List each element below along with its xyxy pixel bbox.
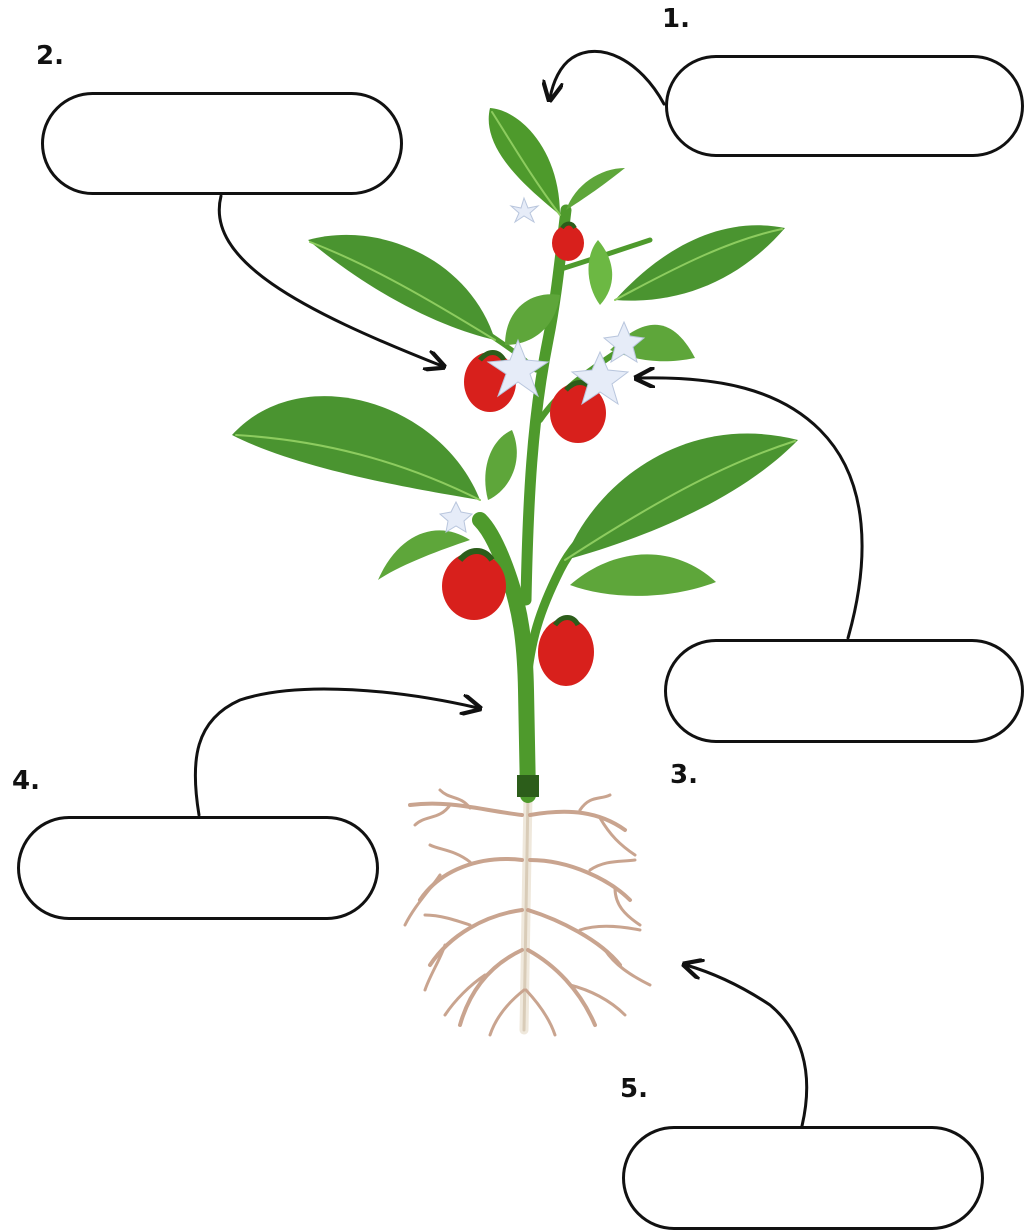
- roots: [405, 790, 650, 1035]
- answer-box-2[interactable]: [41, 92, 403, 195]
- answer-box-5[interactable]: [622, 1126, 984, 1230]
- answer-box-3[interactable]: [664, 639, 1024, 743]
- label-number-4: 4.: [12, 768, 40, 794]
- arrow-1: [550, 51, 664, 104]
- label-number-3: 3.: [670, 762, 698, 788]
- arrow-5: [686, 965, 807, 1126]
- answer-box-1[interactable]: [665, 55, 1024, 157]
- arrow-4: [195, 689, 478, 815]
- label-number-1: 1.: [662, 6, 690, 32]
- answer-box-4[interactable]: [17, 816, 379, 920]
- label-number-2: 2.: [36, 43, 64, 69]
- label-number-5: 5.: [620, 1076, 648, 1102]
